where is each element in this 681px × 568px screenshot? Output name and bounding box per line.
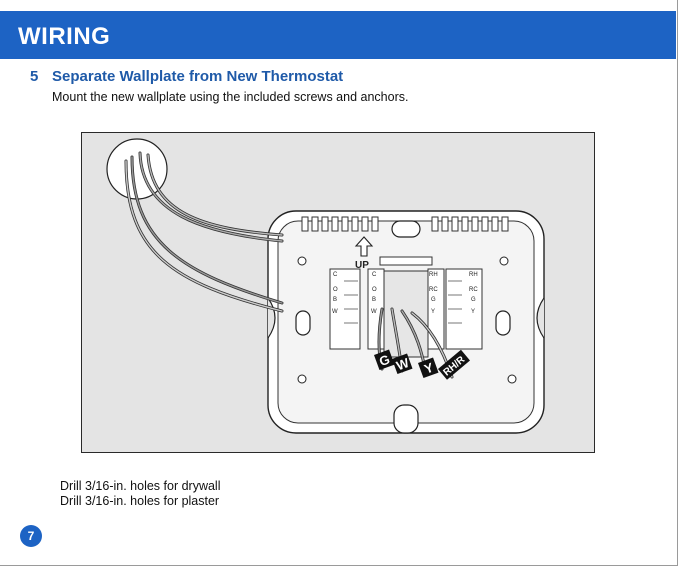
bottom-screw-slot	[394, 405, 418, 433]
step-title: Separate Wallplate from New Thermostat	[52, 68, 343, 85]
terminal-label-rc: RC	[469, 287, 478, 293]
top-connector	[380, 257, 432, 265]
terminal-label-b-inner: B	[372, 297, 376, 303]
mount-hole	[500, 257, 508, 265]
mount-hole	[298, 257, 306, 265]
terminal-label-o-inner: O	[372, 287, 377, 293]
terminal-label-y-inner: Y	[431, 309, 435, 315]
terminal-label-b: B	[333, 297, 337, 303]
mount-hole	[298, 375, 306, 383]
wallplate-illustration: UP C O B W C O B W RH RC G Y RH RC G Y	[82, 133, 595, 453]
terminal-label-y: Y	[471, 309, 475, 315]
note-plaster: Drill 3/16-in. holes for plaster	[60, 494, 219, 508]
terminal-label-c-inner: C	[372, 272, 377, 278]
terminal-label-g: G	[471, 297, 476, 303]
step-number: 5	[30, 68, 52, 85]
terminal-label-rh-inner: RH	[429, 272, 438, 278]
terminal-label-w: W	[332, 309, 338, 315]
step-subtitle: Mount the new wallplate using the includ…	[52, 90, 408, 104]
wallplate-diagram: UP C O B W C O B W RH RC G Y RH RC G Y	[81, 132, 595, 453]
terminal-label-rh: RH	[469, 272, 478, 278]
top-screw-slot	[392, 221, 420, 237]
right-screw-slot	[496, 311, 510, 335]
terminal-label-c: C	[333, 272, 338, 278]
note-drywall: Drill 3/16-in. holes for drywall	[60, 479, 220, 493]
page-title: WIRING	[18, 23, 110, 51]
left-screw-slot	[296, 311, 310, 335]
mount-hole	[508, 375, 516, 383]
center-opening	[384, 271, 428, 357]
terminal-label-o: O	[333, 287, 338, 293]
terminal-label-rc-inner: RC	[429, 287, 438, 293]
terminal-label-g-inner: G	[431, 297, 436, 303]
page-number-badge: 7	[20, 525, 42, 547]
terminal-label-w-inner: W	[371, 309, 377, 315]
